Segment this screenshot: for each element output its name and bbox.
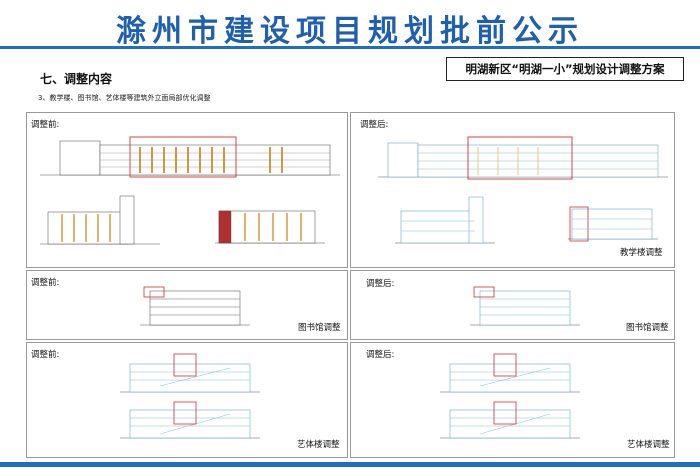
arts-before-elevations <box>120 353 260 439</box>
caption-teaching: 教学楼调整 <box>620 248 663 258</box>
panel-arts-after <box>350 342 675 458</box>
section-heading: 七、调整内容 <box>40 72 113 86</box>
label-before: 调整前: <box>31 350 60 360</box>
teaching-after-elevation <box>378 136 668 180</box>
label-after: 调整后: <box>366 350 395 360</box>
library-after-elevation <box>470 286 580 326</box>
footer-bar <box>0 462 700 467</box>
teaching-after-side2 <box>568 206 658 242</box>
library-before-elevation <box>140 286 250 326</box>
label-after: 调整后: <box>360 120 389 130</box>
caption-arts: 艺体楼调整 <box>627 440 670 450</box>
label-before: 调整前: <box>31 278 60 288</box>
section-subtitle: 3、教学楼、图书馆、艺体楼等建筑外立面局部优化调整 <box>38 94 211 102</box>
teaching-before-side1 <box>40 195 160 245</box>
caption-arts: 艺体楼调整 <box>297 440 340 450</box>
project-banner: 明湖新区“明湖一小”规划设计调整方案 <box>446 57 684 81</box>
teaching-before-side2 <box>215 210 325 244</box>
label-before: 调整前: <box>31 120 60 130</box>
label-after: 调整后: <box>366 279 395 289</box>
panel-arts-before <box>26 342 348 458</box>
page-title: 滁州市建设项目规划批前公示 <box>116 14 584 49</box>
caption-library: 图书馆调整 <box>298 323 341 333</box>
title-underline <box>0 46 700 49</box>
caption-library: 图书馆调整 <box>626 323 669 333</box>
teaching-before-elevation <box>40 136 340 178</box>
arts-after-elevations <box>440 353 580 439</box>
teaching-after-side1 <box>395 196 495 244</box>
